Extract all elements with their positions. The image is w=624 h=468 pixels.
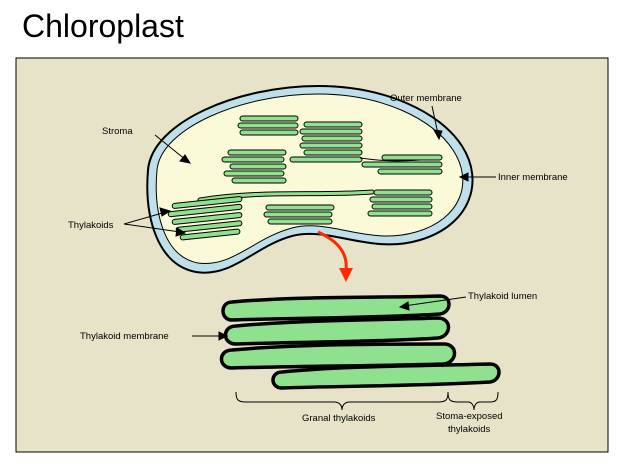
granum-stack — [263, 204, 335, 225]
thylakoids-pointer-head — [175, 227, 187, 237]
thylakoid-disc — [271, 362, 501, 390]
stroma-exposed-brace — [447, 391, 499, 411]
thylakoids-pointer — [123, 211, 167, 225]
granum-stack — [289, 121, 363, 163]
enlarged-thylakoid-stack — [219, 294, 501, 390]
granal-brace — [235, 391, 449, 411]
stroma-exposed-label-line1: Stoma-exposed — [436, 411, 503, 422]
stroma-lamella — [198, 190, 374, 202]
granum-stack — [367, 189, 433, 217]
stroma-pointer-head — [179, 154, 192, 164]
thylakoid-disc — [223, 316, 451, 346]
stroma-lamella — [359, 157, 421, 162]
page-title: Chloroplast — [22, 8, 184, 44]
stroma-label: Stroma — [102, 126, 133, 137]
zoom-arrow-head — [339, 268, 353, 282]
outer-membrane-label: Outer membrane — [390, 93, 462, 104]
thylakoid-membrane-pointer-head — [218, 331, 229, 341]
thylakoid-lumen-pointer — [403, 296, 467, 307]
thylakoids-label: Thylakoids — [68, 220, 114, 231]
thylakoid-disc — [221, 294, 451, 322]
inner-membrane-pointer-head — [458, 172, 469, 182]
granum-stack — [221, 149, 287, 184]
thylakoids-pointer-head — [159, 207, 172, 217]
stroma-exposed-label-line2: thylakoids — [448, 424, 490, 435]
thylakoids-pointer — [123, 223, 181, 233]
thylakoid-membrane-label: Thylakoid membrane — [80, 331, 169, 342]
zoom-arrow — [317, 230, 348, 271]
thylakoid-lumen-pointer-head — [398, 301, 410, 311]
outer-membrane-pointer-head — [433, 129, 443, 141]
stroma-pointer — [154, 134, 187, 161]
thylakoid-lumen-label: Thylakoid lumen — [468, 291, 537, 302]
outer-membrane-pointer — [431, 105, 439, 135]
granum-stack — [237, 115, 299, 136]
granal-thylakoids-label: Granal thylakoids — [302, 413, 376, 424]
granum-stack — [361, 154, 443, 175]
inner-membrane-label: Inner membrane — [498, 172, 568, 183]
granum-stack — [167, 196, 243, 241]
